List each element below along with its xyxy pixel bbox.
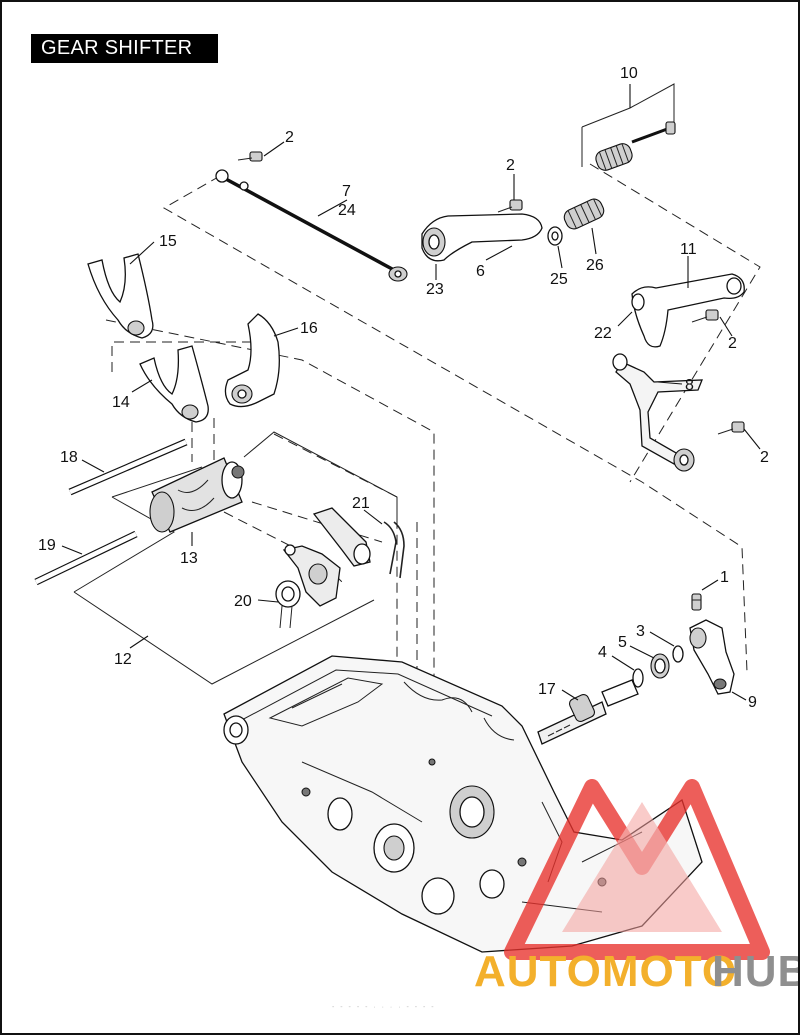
- shift-fork-16: [224, 313, 280, 408]
- callout-16: 16: [300, 320, 318, 337]
- watermark-brand-part1: AUTOMOTO: [474, 947, 737, 996]
- shift-lever-11: [631, 273, 745, 348]
- shift-fork-14: [139, 345, 209, 423]
- callout-17: 17: [538, 681, 556, 698]
- callout-9: 9: [748, 694, 757, 711]
- retaining-ring-3: [672, 645, 684, 663]
- shift-fork-15: [87, 253, 154, 339]
- spring-21: [383, 521, 405, 579]
- footer-note: - - - - - · · · · - - - -: [332, 1004, 436, 1011]
- spring-26: [563, 198, 605, 230]
- callout-25: 25: [550, 271, 568, 288]
- callout-18: 18: [60, 449, 78, 466]
- callout-1: 1: [720, 569, 729, 586]
- shift-rod-7-24: [215, 169, 408, 282]
- screw-2-lower: [717, 421, 745, 435]
- shift-drum-13: [149, 457, 245, 533]
- screw-2-right: [691, 309, 719, 323]
- screw-2-top: [237, 151, 263, 162]
- leader-lines: [61, 141, 761, 701]
- callout-24: 24: [338, 202, 356, 219]
- detent-spring-20: [275, 580, 301, 629]
- fork-shaft-19: [34, 530, 138, 586]
- oil-seal-5: [650, 653, 670, 679]
- watermark-text: AUTOMOTO HUB: [474, 947, 800, 996]
- linkage-rod-8: [612, 353, 703, 472]
- callout-2: 2: [285, 129, 294, 146]
- callout-12: 12: [114, 651, 132, 668]
- callout-2: 2: [506, 157, 515, 174]
- pawl-arm: [312, 507, 371, 567]
- callout-6: 6: [476, 263, 485, 280]
- callout-14: 14: [112, 394, 130, 411]
- screw-2-mid: [497, 199, 523, 213]
- callout-4: 4: [598, 644, 607, 661]
- callout-13: 13: [180, 550, 198, 567]
- washer-25: [547, 226, 563, 246]
- shift-lever-9: [689, 619, 735, 695]
- crankcase: [223, 655, 703, 953]
- callout-2: 2: [760, 449, 769, 466]
- screw-1: [691, 593, 702, 611]
- detent-arm: [282, 544, 341, 607]
- callout-20: 20: [234, 593, 252, 610]
- callout-labels: 2 2 2 2 10 7 24 6 23 25 26 11 22 8 15 14…: [38, 65, 769, 711]
- watermark-logo: [504, 779, 770, 960]
- callout-7: 7: [342, 183, 351, 200]
- callout-10: 10: [620, 65, 638, 82]
- shift-lever-6: [421, 213, 543, 262]
- callout-22: 22: [594, 325, 612, 342]
- spring-10: [595, 121, 676, 171]
- callout-15: 15: [159, 233, 177, 250]
- callout-23: 23: [426, 281, 444, 298]
- callout-21: 21: [352, 495, 370, 512]
- watermark-brand-part2: HUB: [712, 947, 800, 996]
- callout-26: 26: [586, 257, 604, 274]
- callout-3: 3: [636, 623, 645, 640]
- callout-19: 19: [38, 537, 56, 554]
- shifter-shaft-17: [537, 679, 639, 745]
- callout-8: 8: [685, 377, 694, 394]
- callout-5: 5: [618, 634, 627, 651]
- group-outline-10: [581, 83, 675, 167]
- fork-shaft-18: [68, 438, 188, 496]
- callout-11: 11: [680, 241, 697, 258]
- page-title: GEAR SHIFTER: [31, 34, 218, 63]
- group-outline-12: [73, 431, 398, 685]
- retaining-ring-4: [632, 668, 644, 688]
- callout-2: 2: [728, 335, 737, 352]
